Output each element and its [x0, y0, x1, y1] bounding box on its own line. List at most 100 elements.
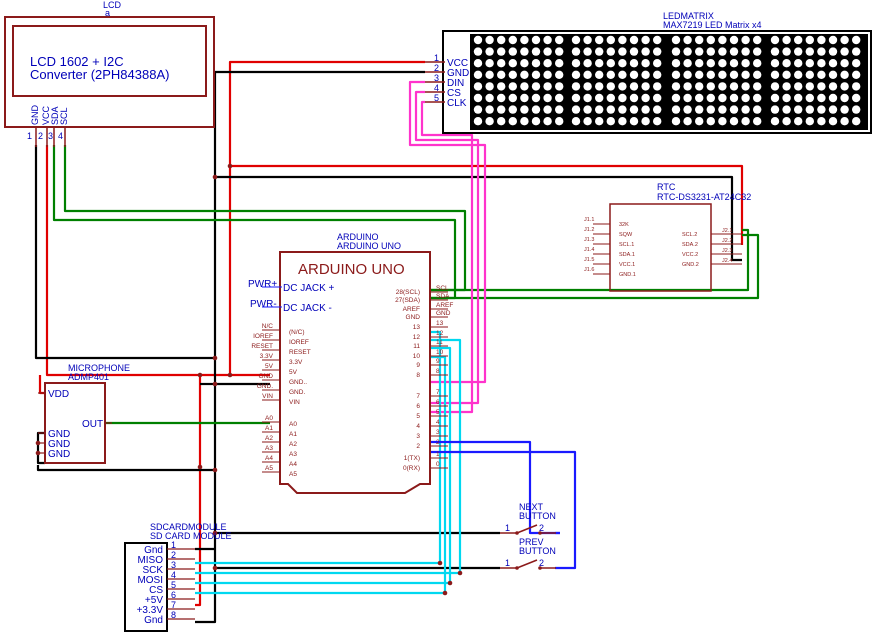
arduino-right-pin-inner: 10 [413, 353, 421, 360]
led-dot [629, 47, 639, 56]
led-dot [629, 70, 639, 80]
wire-gnd-led [213, 70, 425, 358]
led-dot [840, 105, 849, 114]
led-dot [671, 105, 681, 114]
lcd-pin-label-gnd: GND [30, 105, 40, 126]
sd-pin-number: 4 [171, 570, 176, 580]
led-dot [508, 117, 517, 126]
arduino-right-pin-label: 8 [436, 368, 440, 375]
led-dot [508, 70, 517, 80]
rtc-left-label-5: VCC.1 [619, 262, 635, 268]
led-dot [741, 93, 750, 103]
led-dot [695, 35, 704, 45]
arduino-right-pin-inner: 12 [413, 334, 421, 341]
led-dot [782, 82, 791, 91]
led-dot [520, 93, 529, 103]
led-dot [782, 93, 791, 103]
led-dot [485, 70, 494, 80]
led-dot [531, 70, 541, 80]
led-dot [840, 117, 849, 126]
lcd-pin-label-vcc: VCC [41, 105, 51, 125]
led-dot [641, 117, 650, 126]
led-dot [618, 105, 627, 114]
led-dot [583, 105, 592, 114]
led-dot [852, 70, 861, 80]
arduino-left-pin-inner: A0 [289, 421, 297, 428]
led-dot [485, 59, 494, 68]
arduino-left-pin-inner: A3 [289, 451, 297, 458]
arduino-right-pin-inner: 0(RX) [403, 465, 420, 472]
sd-pin-label: Gnd [144, 545, 163, 556]
led-dot [531, 105, 541, 114]
led-dot [671, 59, 681, 68]
led-dot [595, 82, 604, 91]
lcd-pin-num-1: 1 [27, 131, 32, 141]
led-dot [485, 47, 494, 56]
led-dot [473, 35, 483, 45]
led-dot [618, 82, 627, 91]
led-dot [543, 105, 552, 114]
wire-sd-sck [195, 338, 462, 575]
led-dot [741, 117, 750, 126]
led-dot [653, 47, 662, 56]
arduino-right-pin-label: 5 [436, 409, 440, 416]
led-dot [683, 117, 692, 126]
arduino-right-pin-inner: 13 [413, 324, 421, 331]
led-dot [695, 82, 704, 91]
led-dot [606, 70, 615, 80]
lcd-pin-num-3: 3 [48, 131, 53, 141]
mic-pin-lines [38, 392, 112, 454]
led-dot [595, 47, 604, 56]
led-dot [794, 82, 803, 91]
led-dot [485, 105, 494, 114]
led-dot [531, 35, 541, 45]
arduino-left-pin-inner: GND.. [289, 379, 307, 386]
arduino-right-pin-inner: 1(TX) [404, 455, 420, 462]
wire-gnd-rtc [215, 175, 742, 262]
led-dot [606, 82, 615, 91]
led-dot [497, 47, 506, 56]
wire-sda-rtc [430, 233, 760, 300]
led-dot [618, 70, 627, 80]
mic-value: ADMP401 [68, 372, 109, 382]
arduino-pwr-minus: PWR- [250, 299, 277, 310]
rtc-right-pin-lines [711, 233, 742, 265]
led-dot [840, 93, 849, 103]
wire-led-clk [420, 100, 474, 414]
led-dot [706, 59, 715, 68]
led-dot [817, 117, 826, 126]
sd-body [124, 542, 168, 632]
led-dot [508, 47, 517, 56]
arduino-right-pin-inner: AREF [403, 306, 420, 313]
led-dot [671, 35, 681, 45]
led-dot [840, 82, 849, 91]
led-dot [794, 105, 803, 114]
rtc-left-pin-5: J1.5 [584, 257, 594, 263]
led-dot [618, 117, 627, 126]
rtc-right-pin-4: J2.4 [722, 258, 732, 264]
led-dot [770, 82, 780, 91]
wire-scl-rtc [430, 228, 750, 292]
led-dot [508, 82, 517, 91]
led-dot [595, 117, 604, 126]
led-dot [718, 59, 727, 68]
ledmatrix-dot-grid [473, 35, 861, 126]
led-dot [852, 82, 861, 91]
led-dot [571, 70, 581, 80]
led-dot [718, 93, 727, 103]
rtc-left-label-1: 32K [619, 222, 629, 228]
led-dot [753, 47, 762, 56]
led-dot [473, 59, 483, 68]
arduino-right-pin-label: 2 [436, 439, 440, 446]
led-dot [595, 70, 604, 80]
led-dot [840, 35, 849, 45]
arduino-value: ARDUINO UNO [337, 241, 401, 251]
lcd-pin-label-sda: SDA [50, 106, 60, 125]
arduino-left-pin-inner: A4 [289, 461, 297, 468]
arduino-left-pin-inner: VIN [289, 399, 300, 406]
led-dot [653, 82, 662, 91]
rtc-right-label-4: GND.2 [682, 262, 699, 268]
arduino-right-pin-inner: 8 [416, 372, 420, 379]
led-dot [653, 93, 662, 103]
